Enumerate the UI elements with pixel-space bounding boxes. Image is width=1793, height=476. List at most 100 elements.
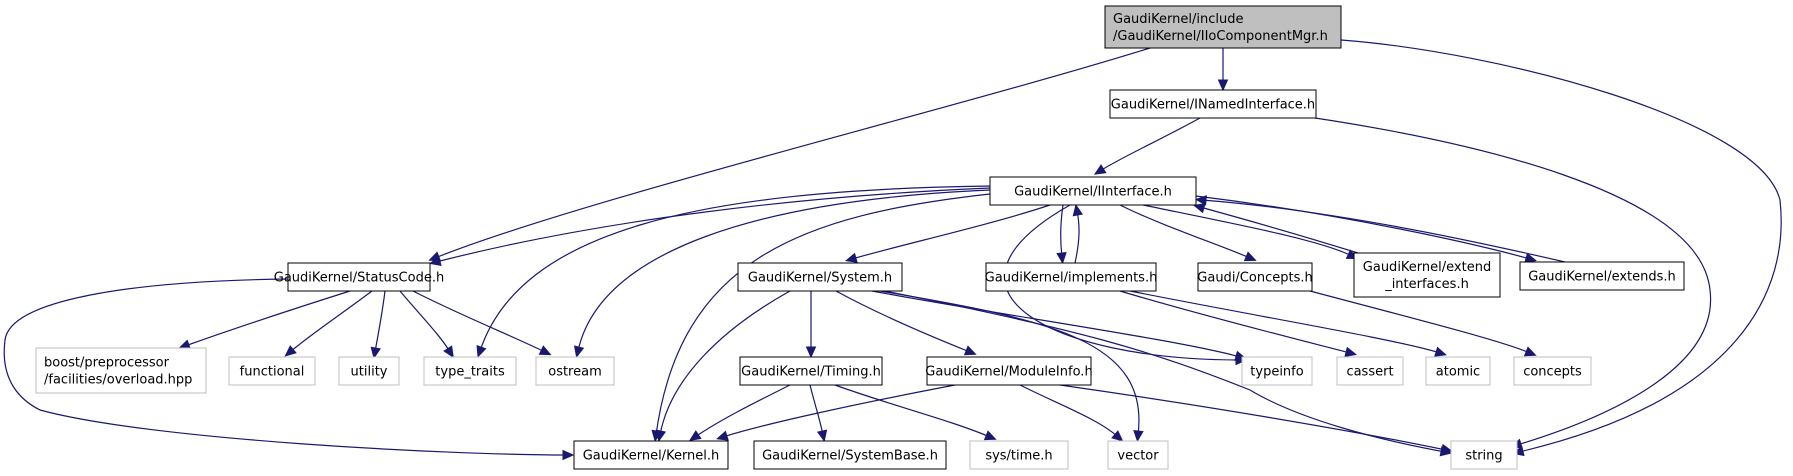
node-box	[1104, 5, 1342, 49]
node-implements[interactable]: GaudiKernel/implements.h	[985, 262, 1158, 292]
arrowhead	[716, 430, 729, 441]
edge-iinterface-to-extend_interfaces	[1142, 204, 1359, 260]
node-root[interactable]: GaudiKernel/include/GaudiKernel/IIoCompo…	[1104, 5, 1342, 49]
node-label: cassert	[1346, 365, 1393, 380]
edge-iinterface-to-concepts_h	[1119, 204, 1257, 262]
edge-line	[289, 290, 373, 353]
arrowhead	[1194, 195, 1207, 206]
edge-iinterface-to-ostream	[573, 189, 991, 359]
edge-system-to-kernel	[655, 290, 791, 443]
node-label: GaudiKernel/INamedInterface.h	[1111, 98, 1315, 113]
nodes-layer: GaudiKernel/include/GaudiKernel/IIoCompo…	[35, 5, 1685, 470]
edge-line	[1074, 210, 1080, 264]
node-box	[969, 440, 1069, 470]
edge-line	[1019, 384, 1119, 438]
arrowhead	[688, 430, 702, 442]
edge-line	[1201, 199, 1566, 263]
arrowhead	[429, 255, 442, 267]
node-moduleinfo[interactable]: GaudiKernel/ModuleInfo.h	[925, 356, 1093, 386]
node-extends[interactable]: GaudiKernel/extends.h	[1519, 261, 1685, 291]
node-label: GaudiKernel/Timing.h	[741, 365, 881, 380]
edge-line	[434, 47, 1151, 259]
edge-iinterface-to-type_traits	[476, 185, 991, 358]
edge-iinterface-to-implements	[1056, 204, 1067, 265]
node-box	[35, 347, 207, 394]
node-label: GaudiKernel/extend	[1363, 260, 1491, 275]
node-box	[1353, 252, 1501, 298]
arrowhead	[573, 345, 585, 359]
arrowhead	[443, 345, 454, 359]
arrowhead	[562, 449, 575, 461]
edge-statuscode-to-functional	[284, 290, 373, 357]
node-box	[1519, 261, 1685, 291]
node-label: GaudiKernel/StatusCode.h	[274, 271, 444, 286]
edge-moduleinfo-to-kernel	[716, 384, 956, 441]
edge-system-to-timing	[805, 291, 817, 359]
node-box	[338, 356, 400, 386]
edge-line	[1060, 204, 1064, 258]
edge-line	[3, 278, 568, 456]
node-label: Gaudi/Concepts.h	[1197, 271, 1312, 286]
edge-line	[694, 384, 791, 438]
node-label: GaudiKernel/ModuleInfo.h	[925, 365, 1092, 380]
node-box	[989, 176, 1197, 206]
arrowhead	[845, 252, 858, 263]
node-box	[1513, 356, 1592, 386]
node-box	[1450, 440, 1518, 470]
node-label: GaudiKernel/include	[1113, 12, 1243, 27]
node-box	[926, 356, 1092, 386]
edge-timing-to-systembase	[809, 384, 828, 443]
node-concepts-h[interactable]: Gaudi/Concepts.h	[1197, 262, 1313, 292]
node-type-traits: type_traits	[423, 356, 517, 386]
node-label: vector	[1117, 449, 1159, 464]
edge-statuscode-to-utility	[370, 290, 386, 360]
edge-line	[412, 290, 546, 353]
edge-extend_interfaces-to-iinterface	[1193, 203, 1359, 254]
node-box	[737, 262, 903, 292]
node-box	[1109, 89, 1317, 119]
edge-statuscode-to-type_traits	[399, 290, 454, 359]
arrowhead	[816, 429, 828, 443]
node-box	[1107, 440, 1169, 470]
edge-line	[1195, 195, 1531, 260]
edge-line	[835, 290, 971, 353]
arrowhead	[963, 345, 977, 356]
node-box	[1336, 356, 1404, 386]
edge-line	[1119, 290, 1351, 354]
edge-iinterface-to-statuscode	[429, 187, 991, 267]
node-timing[interactable]: GaudiKernel/Timing.h	[739, 356, 883, 386]
node-statuscode[interactable]: GaudiKernel/StatusCode.h	[274, 262, 444, 292]
node-boost-overload: boost/preprocessor/facilities/overload.h…	[35, 347, 207, 394]
edge-implements-to-iinterface	[1072, 203, 1083, 264]
edge-timing-to-kernel	[688, 384, 791, 442]
edge-iinterface-to-kernel	[651, 193, 991, 443]
edge-line	[809, 384, 824, 436]
edge-extends-to-iinterface	[1194, 195, 1566, 263]
edge-root-to-string	[1340, 39, 1782, 457]
edge-line	[834, 384, 991, 438]
edge-line	[1314, 117, 1712, 446]
arrowhead	[1093, 164, 1107, 175]
node-iinterface[interactable]: GaudiKernel/IInterface.h	[989, 176, 1197, 206]
edge-line	[879, 290, 1140, 436]
edge-implements-to-atomic	[1129, 290, 1447, 357]
edge-line	[871, 290, 1241, 358]
node-inamed[interactable]: GaudiKernel/INamedInterface.h	[1109, 89, 1317, 119]
node-box	[1241, 356, 1313, 386]
node-vector: vector	[1107, 440, 1169, 470]
node-kernel[interactable]: GaudiKernel/Kernel.h	[573, 440, 729, 470]
edge-line	[1142, 204, 1353, 257]
node-label: atomic	[1436, 365, 1480, 380]
edge-root-to-statuscode	[428, 47, 1151, 262]
arrowhead	[1524, 252, 1537, 263]
node-systembase[interactable]: GaudiKernel/SystemBase.h	[753, 440, 947, 470]
node-box	[423, 356, 517, 386]
node-concepts: concepts	[1513, 356, 1592, 386]
node-utility: utility	[338, 356, 400, 386]
node-extend-interfaces[interactable]: GaudiKernel/extend_interfaces.h	[1353, 252, 1501, 298]
node-label: sys/time.h	[985, 449, 1052, 464]
edge-line	[184, 290, 351, 347]
arrowhead	[1193, 203, 1206, 214]
edge-line	[399, 290, 451, 353]
node-system[interactable]: GaudiKernel/System.h	[737, 262, 903, 292]
